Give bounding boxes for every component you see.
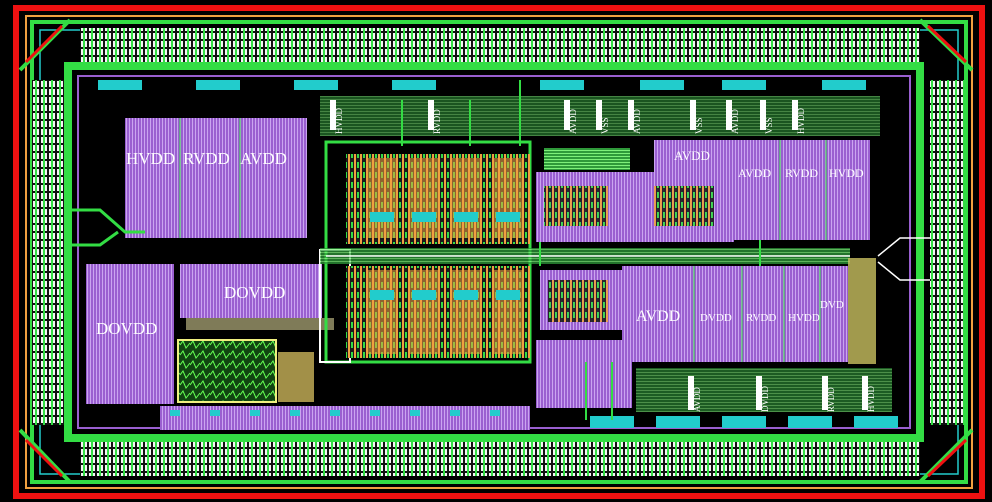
label-avdd-bottom-right: AVDD <box>636 308 680 325</box>
label-rvdd-top-left: RVDD <box>183 149 230 168</box>
bottom-left-pad-cells <box>160 406 530 430</box>
rail-label-bottom-2: RVDD <box>826 387 836 412</box>
bottom-via-bars <box>590 416 898 428</box>
mid-analog-bias <box>544 148 630 170</box>
bottom-rail-ticks <box>688 376 868 410</box>
top-rail-ticks <box>330 100 798 130</box>
power-block-bottom-mid <box>536 340 632 408</box>
io-pad-ring-bottom <box>80 440 920 476</box>
rail-label-top-4: AVDD <box>632 109 642 134</box>
rail-label-top-2: AVDD <box>568 109 578 134</box>
power-block-bottom-right <box>622 266 848 362</box>
cell-array-upper <box>346 154 530 244</box>
corner-chamfers-red <box>24 24 968 478</box>
rail-label-top-8: HVDD <box>796 108 806 134</box>
label-dvdd-bottom-right: DVDD <box>700 312 732 324</box>
power-block-avdd-small <box>654 140 734 172</box>
analog-block <box>177 339 277 403</box>
label-rvdd-bottom-right: RVDD <box>746 312 776 324</box>
label-hvdd-top-left: HVDD <box>126 149 175 168</box>
rail-label-bottom-1: DVDD <box>760 386 770 412</box>
label-avdd-top-right: AVDD <box>738 166 771 180</box>
rail-label-top-3: VSS <box>600 117 610 134</box>
analog-bus <box>186 318 334 330</box>
io-pad-ring-right <box>930 80 964 425</box>
top-rail-labels: HVDD RVDD AVDD VSS AVDD VSS AVDD VSS HVD… <box>334 108 806 134</box>
rail-label-top-0: HVDD <box>334 108 344 134</box>
right-routing-lower <box>877 261 930 281</box>
left-routing-upper <box>70 208 145 234</box>
rail-label-top-6: AVDD <box>730 109 740 134</box>
right-routing-upper <box>877 237 930 257</box>
io-pad-ring-left <box>32 80 66 425</box>
bottom-left-vias <box>170 410 500 416</box>
top-via-bars <box>98 80 866 90</box>
label-rvdd-top-right: RVDD <box>785 166 818 180</box>
label-hvdd-top-right: HVDD <box>829 166 864 180</box>
label-avdd-top-left: AVDD <box>240 149 287 168</box>
analog-block-side <box>278 352 314 402</box>
rail-label-bottom-0: AVDD <box>692 387 702 412</box>
power-block-dovdd-mid <box>180 264 322 318</box>
label-avdd-small: AVDD <box>674 148 710 163</box>
seal-ring <box>13 5 985 499</box>
bottom-rail-labels: AVDD DVDD RVDD HVDD <box>692 386 876 412</box>
label-dvd-bottom-right: DVD <box>820 299 844 311</box>
rail-label-bottom-3: HVDD <box>866 386 876 412</box>
power-block-dovdd-left <box>86 264 174 404</box>
rail-label-top-5: VSS <box>694 117 704 134</box>
core-power-ring <box>64 62 924 442</box>
label-hvdd-bottom-right: HVDD <box>788 312 820 324</box>
cell-array-lower <box>346 266 530 358</box>
label-dovdd-mid: DOVDD <box>224 283 285 302</box>
power-block-top-right <box>734 140 870 240</box>
label-dovdd-left: DOVDD <box>96 319 157 338</box>
left-routing-lower <box>70 230 119 247</box>
rail-label-top-1: RVDD <box>432 109 442 134</box>
right-edge-block <box>848 258 876 364</box>
rail-label-top-7: VSS <box>764 117 774 134</box>
power-block-top-left <box>125 118 307 238</box>
io-pad-ring-top <box>80 28 920 64</box>
bottom-rail-bus <box>636 368 892 412</box>
vertical-routing <box>401 80 761 420</box>
